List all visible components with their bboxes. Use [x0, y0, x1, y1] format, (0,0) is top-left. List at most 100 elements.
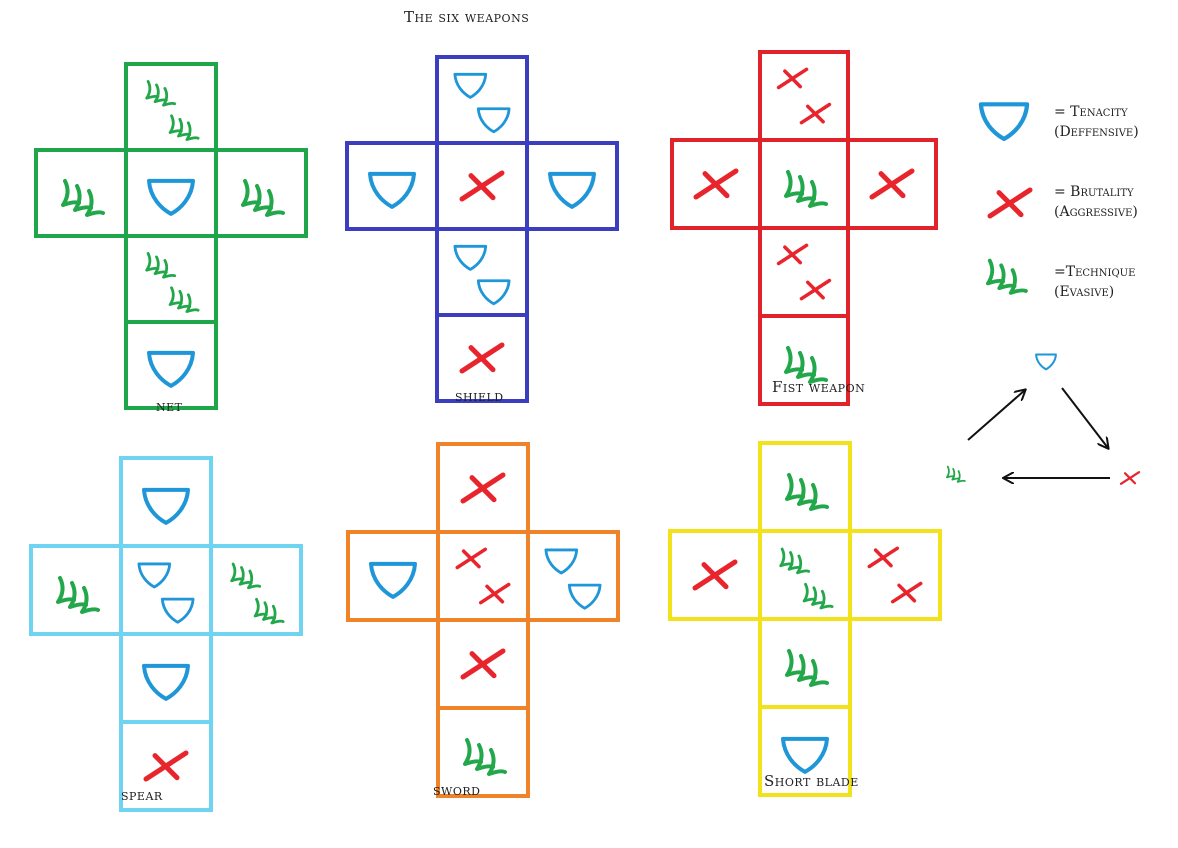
- face-bottom: [124, 234, 218, 324]
- legend-technique-name: =Technique: [1054, 264, 1136, 280]
- face-center: [119, 544, 213, 636]
- legend-tenacity-text: = Tenacity (Deffensive): [1054, 102, 1139, 142]
- brutality-icon: [799, 102, 832, 125]
- weapon-label-spear: spear: [121, 786, 163, 804]
- weapon-net-fist-weapon: [670, 50, 938, 406]
- face-tail: [119, 720, 213, 812]
- tenacity-icon: [368, 171, 416, 209]
- tenacity-icon: [142, 663, 190, 701]
- technique-icon: [779, 547, 811, 575]
- brutality-icon: [459, 342, 505, 374]
- face-right: [526, 530, 620, 622]
- brutality-icon: [459, 170, 505, 202]
- brutality-icon: [869, 168, 915, 200]
- face-tail: [435, 313, 529, 403]
- technique-icon: [785, 473, 829, 511]
- face-tail: [124, 320, 218, 410]
- cycle-tenacity-icon: [1035, 353, 1057, 371]
- tenacity-icon: [147, 350, 195, 388]
- technique-icon: [56, 576, 100, 614]
- brutality-icon: [776, 243, 809, 266]
- face-tail: [436, 706, 530, 798]
- tenacity-icon: [369, 561, 417, 599]
- tenacity-icon: [453, 244, 488, 271]
- legend-tenacity-icon: [978, 102, 1030, 142]
- brutality-icon: [776, 67, 809, 90]
- face-bottom: [119, 632, 213, 724]
- face-bottom: [758, 226, 850, 318]
- face-tail: [758, 705, 852, 797]
- technique-icon: [61, 179, 105, 217]
- tenacity-icon: [567, 583, 602, 610]
- legend-technique-icon: [986, 258, 1028, 295]
- face-left: [346, 530, 440, 622]
- weapon-net-net: [34, 62, 308, 410]
- brutality-icon: [460, 648, 506, 680]
- face-bottom: [435, 227, 529, 317]
- weapon-net-spear: [29, 456, 303, 812]
- legend-tenacity-desc: (Deffensive): [1054, 124, 1139, 140]
- cycle-arrow-technique-to-tenacity: [967, 390, 1025, 441]
- tenacity-icon: [544, 548, 579, 575]
- diagram-title: The six weapons: [404, 8, 530, 26]
- brutality-icon: [460, 472, 506, 504]
- face-top: [435, 55, 529, 145]
- cycle-brutality-icon: [1119, 471, 1141, 485]
- weapon-net-shield: [345, 55, 619, 403]
- legend-technique-desc: (Evasive): [1054, 284, 1115, 300]
- brutality-icon: [867, 546, 900, 569]
- tenacity-icon: [781, 736, 829, 774]
- cycle-arrow-tenacity-to-brutality: [1061, 387, 1108, 448]
- brutality-icon: [890, 581, 923, 604]
- face-center: [758, 529, 852, 621]
- weapon-label-short-blade: Short blade: [764, 772, 859, 790]
- weapon-label-shield: shield: [455, 387, 504, 405]
- face-left: [345, 141, 439, 231]
- face-right: [525, 141, 619, 231]
- tenacity-icon: [476, 279, 511, 306]
- cycle-technique-icon: [946, 465, 966, 483]
- face-top: [758, 50, 850, 142]
- brutality-icon: [692, 559, 738, 591]
- tenacity-icon: [160, 597, 195, 624]
- legend-brutality-name: = Brutality: [1054, 184, 1134, 200]
- face-tail: [758, 314, 850, 406]
- face-center: [436, 530, 530, 622]
- face-top: [119, 456, 213, 548]
- weapon-label-net: net: [156, 397, 183, 415]
- legend-brutality-desc: (Aggressive): [1054, 204, 1138, 220]
- weapon-label-sword: sword: [433, 781, 481, 799]
- technique-icon: [145, 80, 177, 107]
- tenacity-icon: [476, 107, 511, 134]
- brutality-icon: [455, 547, 488, 570]
- tenacity-icon: [548, 171, 596, 209]
- technique-icon: [784, 346, 828, 384]
- weapon-net-sword: [346, 442, 620, 798]
- tenacity-icon: [147, 178, 195, 216]
- face-right: [846, 138, 938, 230]
- legend-technique-text: =Technique (Evasive): [1054, 262, 1135, 302]
- brutality-icon: [799, 278, 832, 301]
- technique-icon: [784, 170, 828, 208]
- weapon-net-short-blade: [668, 441, 942, 797]
- legend-tenacity-name: = Tenacity: [1054, 104, 1128, 120]
- tenacity-icon: [137, 562, 172, 589]
- tenacity-icon: [453, 72, 488, 99]
- technique-icon: [241, 179, 285, 217]
- face-center: [124, 148, 218, 238]
- face-right: [209, 544, 303, 636]
- legend-brutality-icon: [987, 187, 1033, 219]
- face-top: [124, 62, 218, 152]
- technique-icon: [253, 597, 285, 625]
- face-right: [214, 148, 308, 238]
- technique-icon: [230, 562, 262, 590]
- technique-icon: [785, 649, 829, 687]
- technique-icon: [145, 252, 177, 279]
- technique-icon: [168, 286, 200, 313]
- technique-icon: [168, 114, 200, 141]
- brutality-icon: [693, 168, 739, 200]
- weapon-label-fist-weapon: Fist weapon: [772, 378, 866, 396]
- tenacity-icon: [142, 487, 190, 525]
- brutality-icon: [143, 750, 189, 782]
